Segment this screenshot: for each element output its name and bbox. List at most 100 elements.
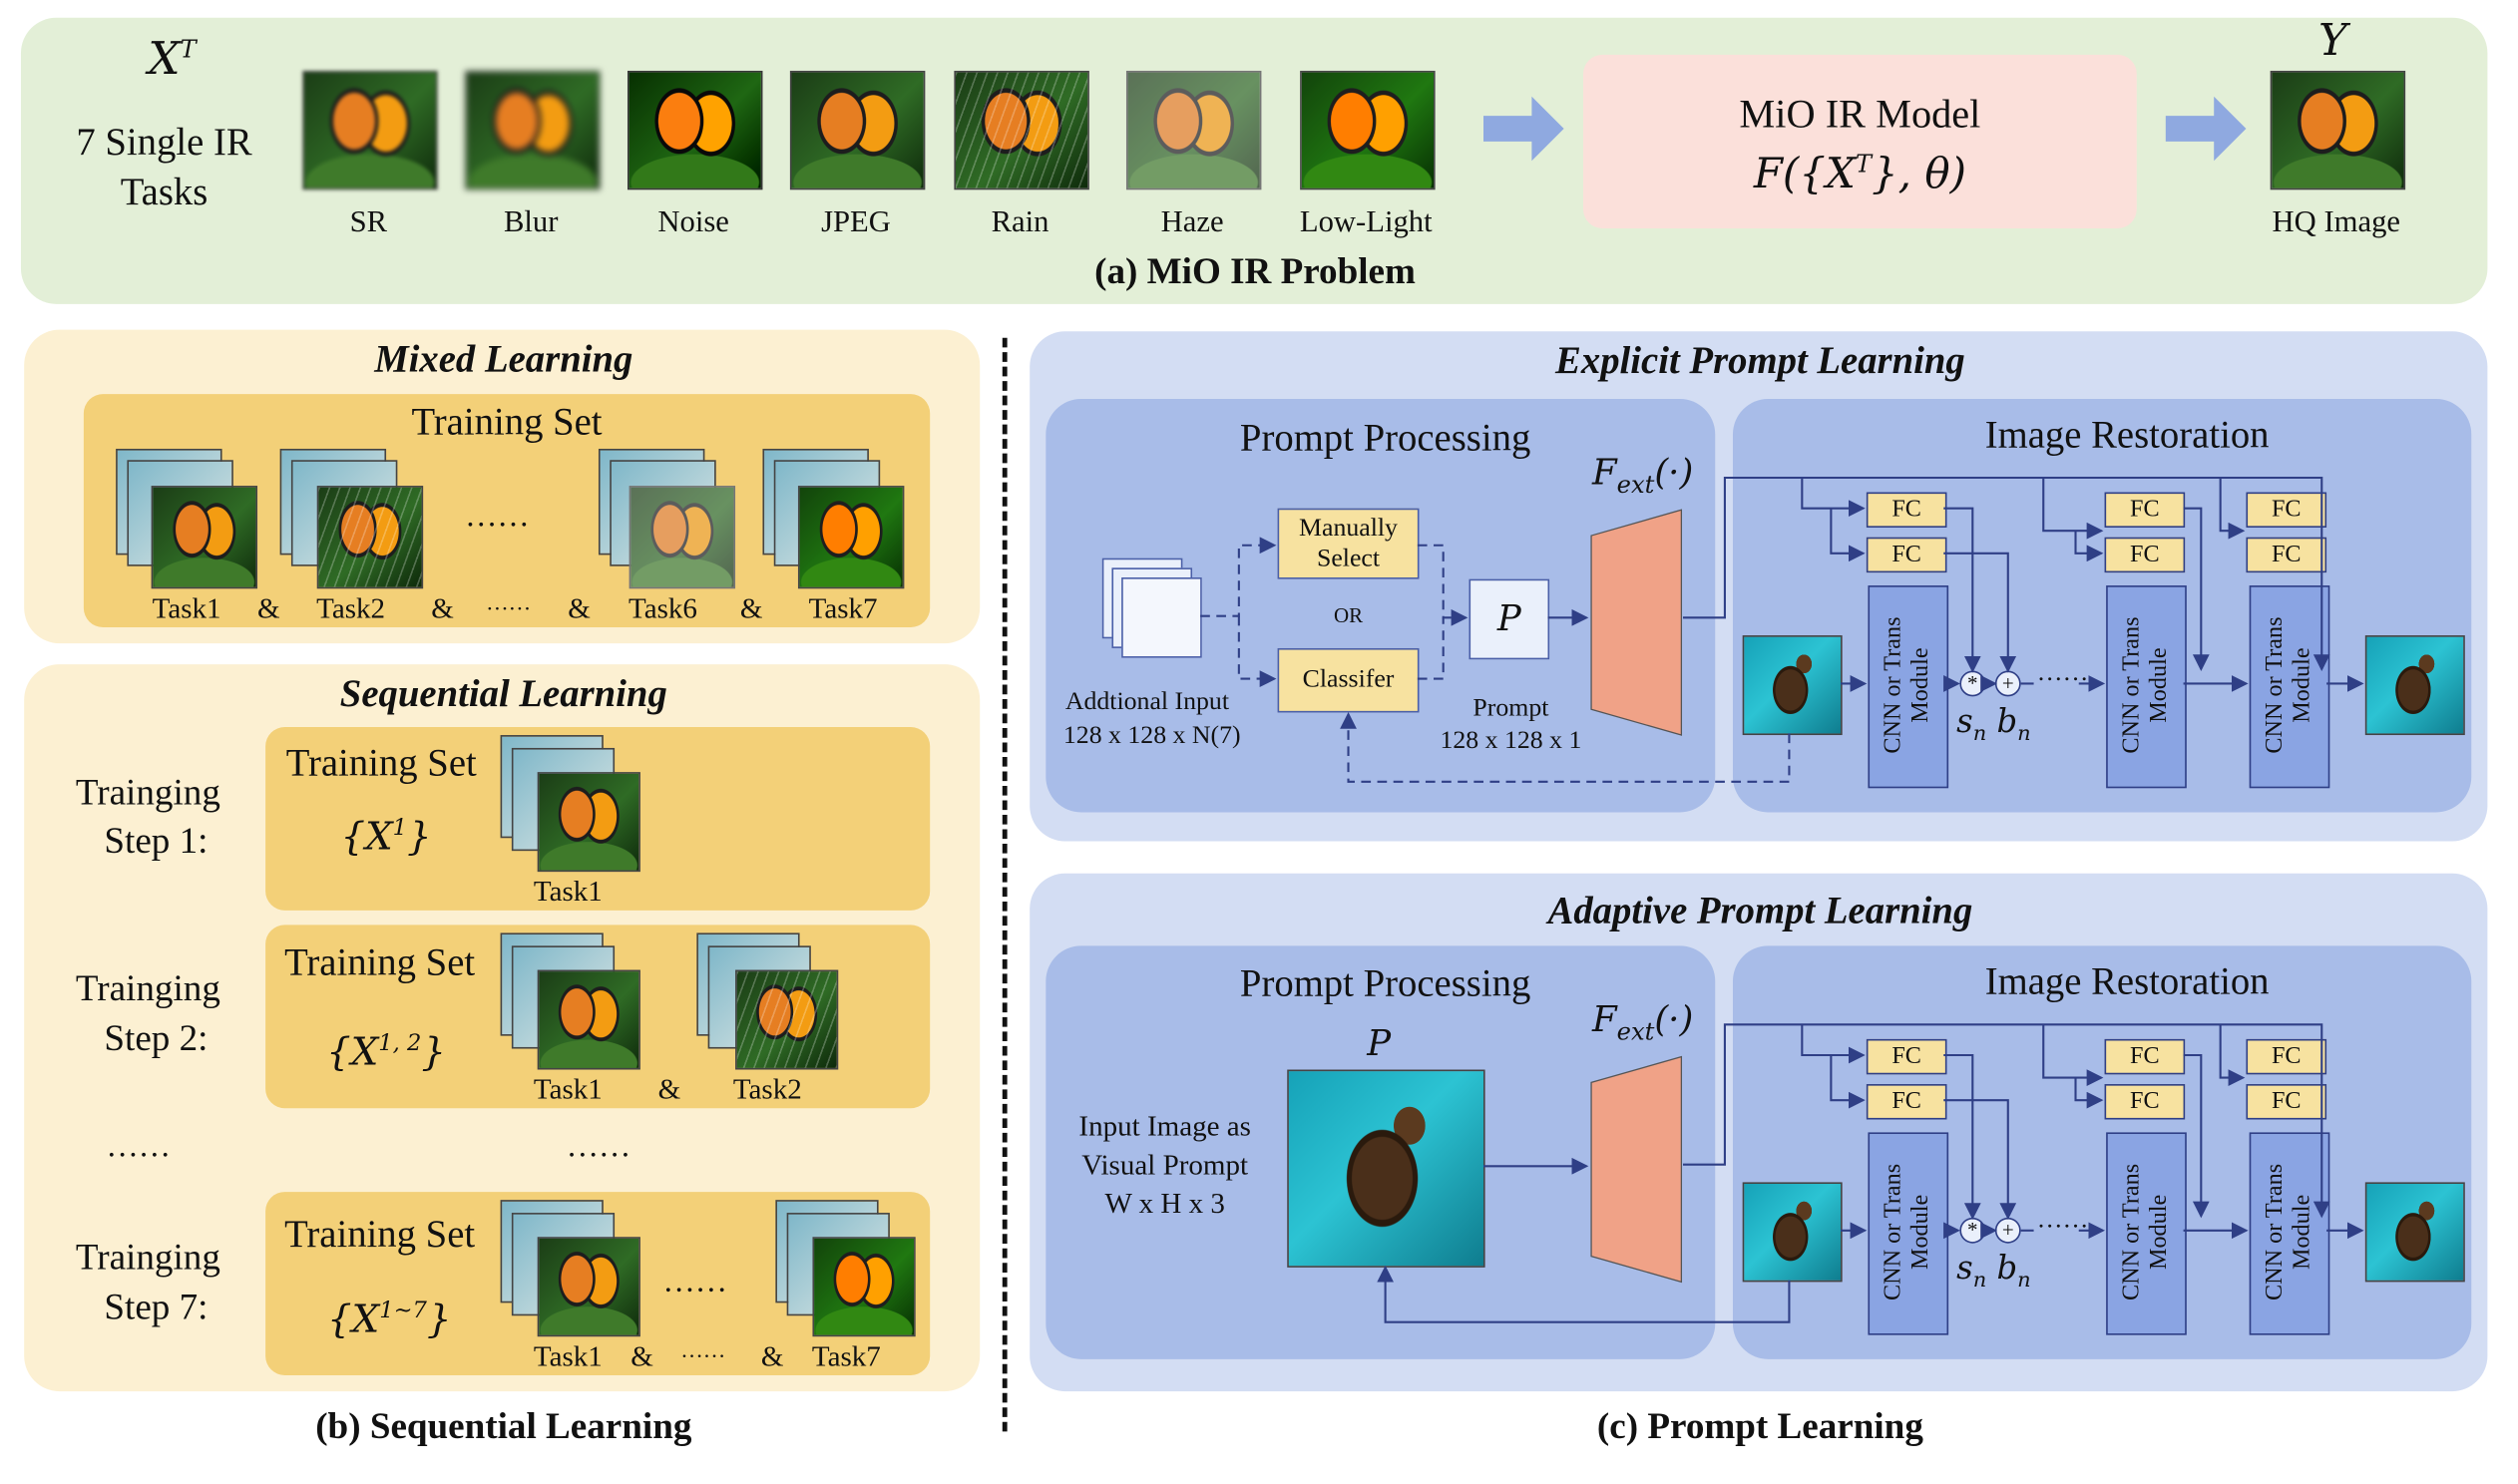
- step2-set-symbol: {X1, 2}: [326, 1029, 447, 1075]
- step7-label-2: Step 7:: [104, 1287, 209, 1327]
- connector-line: [2183, 507, 2210, 672]
- mixed-amp: &: [257, 591, 280, 624]
- connector-line: [1801, 478, 1866, 518]
- mixed-task6: Task6: [629, 591, 697, 624]
- prompt-p-box: P: [1469, 578, 1550, 660]
- step7-set-symbol: {X1~7}: [327, 1296, 452, 1342]
- adaptive-image-restoration-box: [1732, 945, 2472, 1359]
- step2-training-set: Training Set: [284, 942, 476, 985]
- explicit-flow-dots: ……: [2036, 659, 2089, 687]
- mixed-training-set: Training Set: [411, 402, 603, 445]
- task-label-blur: Blur: [503, 205, 559, 240]
- caption-c: (c) Prompt Learning: [1596, 1405, 1923, 1446]
- adaptive-fc-box: FC: [2246, 1038, 2327, 1075]
- adaptive-title: Adaptive Prompt Learning: [1547, 891, 1973, 933]
- addl-input-label-1: Addtional Input: [1064, 688, 1229, 716]
- task2-image: [316, 486, 424, 589]
- step1-set-symbol: {X1}: [340, 814, 432, 860]
- explicit-fc-box: FC: [2246, 537, 2327, 573]
- connector-line: [2074, 1077, 2104, 1109]
- explicit-restored-image: [2364, 635, 2465, 736]
- task-image-rain: [954, 70, 1089, 190]
- task-label-jpeg: JPEG: [821, 205, 891, 240]
- task-image-noise: [627, 70, 763, 190]
- sequential-learning-title: Sequential Learning: [339, 673, 667, 716]
- prompt-label-1: Prompt: [1472, 694, 1549, 723]
- model-box: [1582, 54, 2137, 229]
- connector-line: [1943, 552, 2017, 673]
- explicit-cnn-trans-module: [2249, 585, 2330, 789]
- model-formula: F({XT}, θ): [1753, 149, 1966, 199]
- mixed-amp: &: [568, 591, 591, 624]
- step1-training-set: Training Set: [285, 743, 477, 786]
- classifier-box: Classifer: [1277, 647, 1420, 713]
- mixed-amp: &: [739, 591, 763, 624]
- task7-image: [797, 486, 905, 589]
- explicit-fc-box: FC: [2246, 492, 2327, 528]
- addl-input-stack: [1121, 576, 1202, 658]
- explicit-fc-box: FC: [2104, 537, 2186, 573]
- task-image-jpeg: [789, 70, 926, 190]
- step7-task7: Task7: [811, 1339, 881, 1372]
- explicit-scale-bias-label: sn bn: [1956, 701, 2031, 747]
- explicit-fc-box: FC: [1866, 492, 1947, 528]
- explicit-fext: Fext(·): [1592, 453, 1694, 500]
- adaptive-fext: Fext(·): [1592, 1000, 1694, 1046]
- adaptive-input-label-3: W x H x 3: [1104, 1187, 1225, 1220]
- hq-image-label: HQ Image: [2272, 205, 2401, 240]
- explicit-cnn-trans-module: [1868, 585, 1949, 789]
- step7-task1-image: [537, 1237, 640, 1337]
- explicit-cnn-trans-module: [2106, 585, 2187, 789]
- step1-task1: Task1: [533, 875, 603, 908]
- connector-line: [1682, 1023, 2330, 1219]
- step1-label-2: Step 1:: [104, 820, 209, 861]
- connector-line: [1830, 508, 1866, 562]
- task-image-low-light: [1300, 70, 1436, 190]
- adaptive-fc-box: FC: [2104, 1084, 2186, 1120]
- caption-b: (b) Sequential Learning: [315, 1405, 692, 1446]
- mixed-learning-title: Mixed Learning: [374, 339, 633, 382]
- task-label-low-light: Low-Light: [1299, 205, 1433, 240]
- step7-training-set: Training Set: [284, 1214, 476, 1257]
- step1-label: Trainging: [75, 772, 220, 813]
- task1-image: [151, 486, 258, 589]
- adaptive-scale-bias-label: sn bn: [1956, 1248, 2031, 1294]
- mixed-task1: Task1: [152, 591, 221, 624]
- step2-task2-image: [735, 969, 839, 1070]
- step2-label-2: Step 2:: [104, 1017, 209, 1059]
- input-symbol: XT: [148, 32, 197, 86]
- step7-amp: &: [760, 1339, 784, 1372]
- mixed-amp: &: [431, 591, 454, 624]
- adaptive-p-label: P: [1367, 1024, 1392, 1065]
- mixed-task2: Task2: [316, 591, 386, 624]
- step2-label: Trainging: [75, 967, 220, 1009]
- explicit-degraded-image: [1742, 635, 1843, 736]
- step7-task7-image: [812, 1237, 916, 1337]
- connector-line: [1943, 1099, 2017, 1220]
- explicit-add-operator: +: [1994, 670, 2021, 697]
- mixed-dots-bottom: ……: [486, 591, 532, 616]
- prompt-label-2: 128 x 128 x 1: [1440, 726, 1582, 755]
- step7-amp: &: [630, 1339, 653, 1372]
- explicit-fc-box: FC: [2104, 492, 2186, 528]
- cnn-layers-shape: [1590, 1055, 1683, 1284]
- step7-label: Trainging: [75, 1237, 220, 1278]
- step2-task1-image: [537, 969, 640, 1070]
- step2-task1: Task1: [533, 1072, 603, 1105]
- tasks-label-1: 7 Single IR: [76, 122, 252, 165]
- explicit-fc-box: FC: [1866, 537, 1947, 573]
- cnn-layers-shape: [1590, 509, 1683, 736]
- divider: [1002, 337, 1008, 1432]
- explicit-title: Explicit Prompt Learning: [1555, 340, 1965, 383]
- flow-arrow: [1483, 96, 1564, 162]
- explicit-image-restoration-box: [1732, 398, 2472, 813]
- addl-input-label-2: 128 x 128 x N(7): [1062, 722, 1241, 750]
- step7-task1: Task1: [533, 1339, 603, 1372]
- explicit-image-restoration-label: Image Restoration: [1984, 415, 2270, 458]
- task-label-sr: SR: [349, 205, 388, 240]
- connector-line: [1943, 1053, 1981, 1220]
- mixed-task7: Task7: [808, 591, 878, 624]
- task-image-haze: [1125, 70, 1262, 190]
